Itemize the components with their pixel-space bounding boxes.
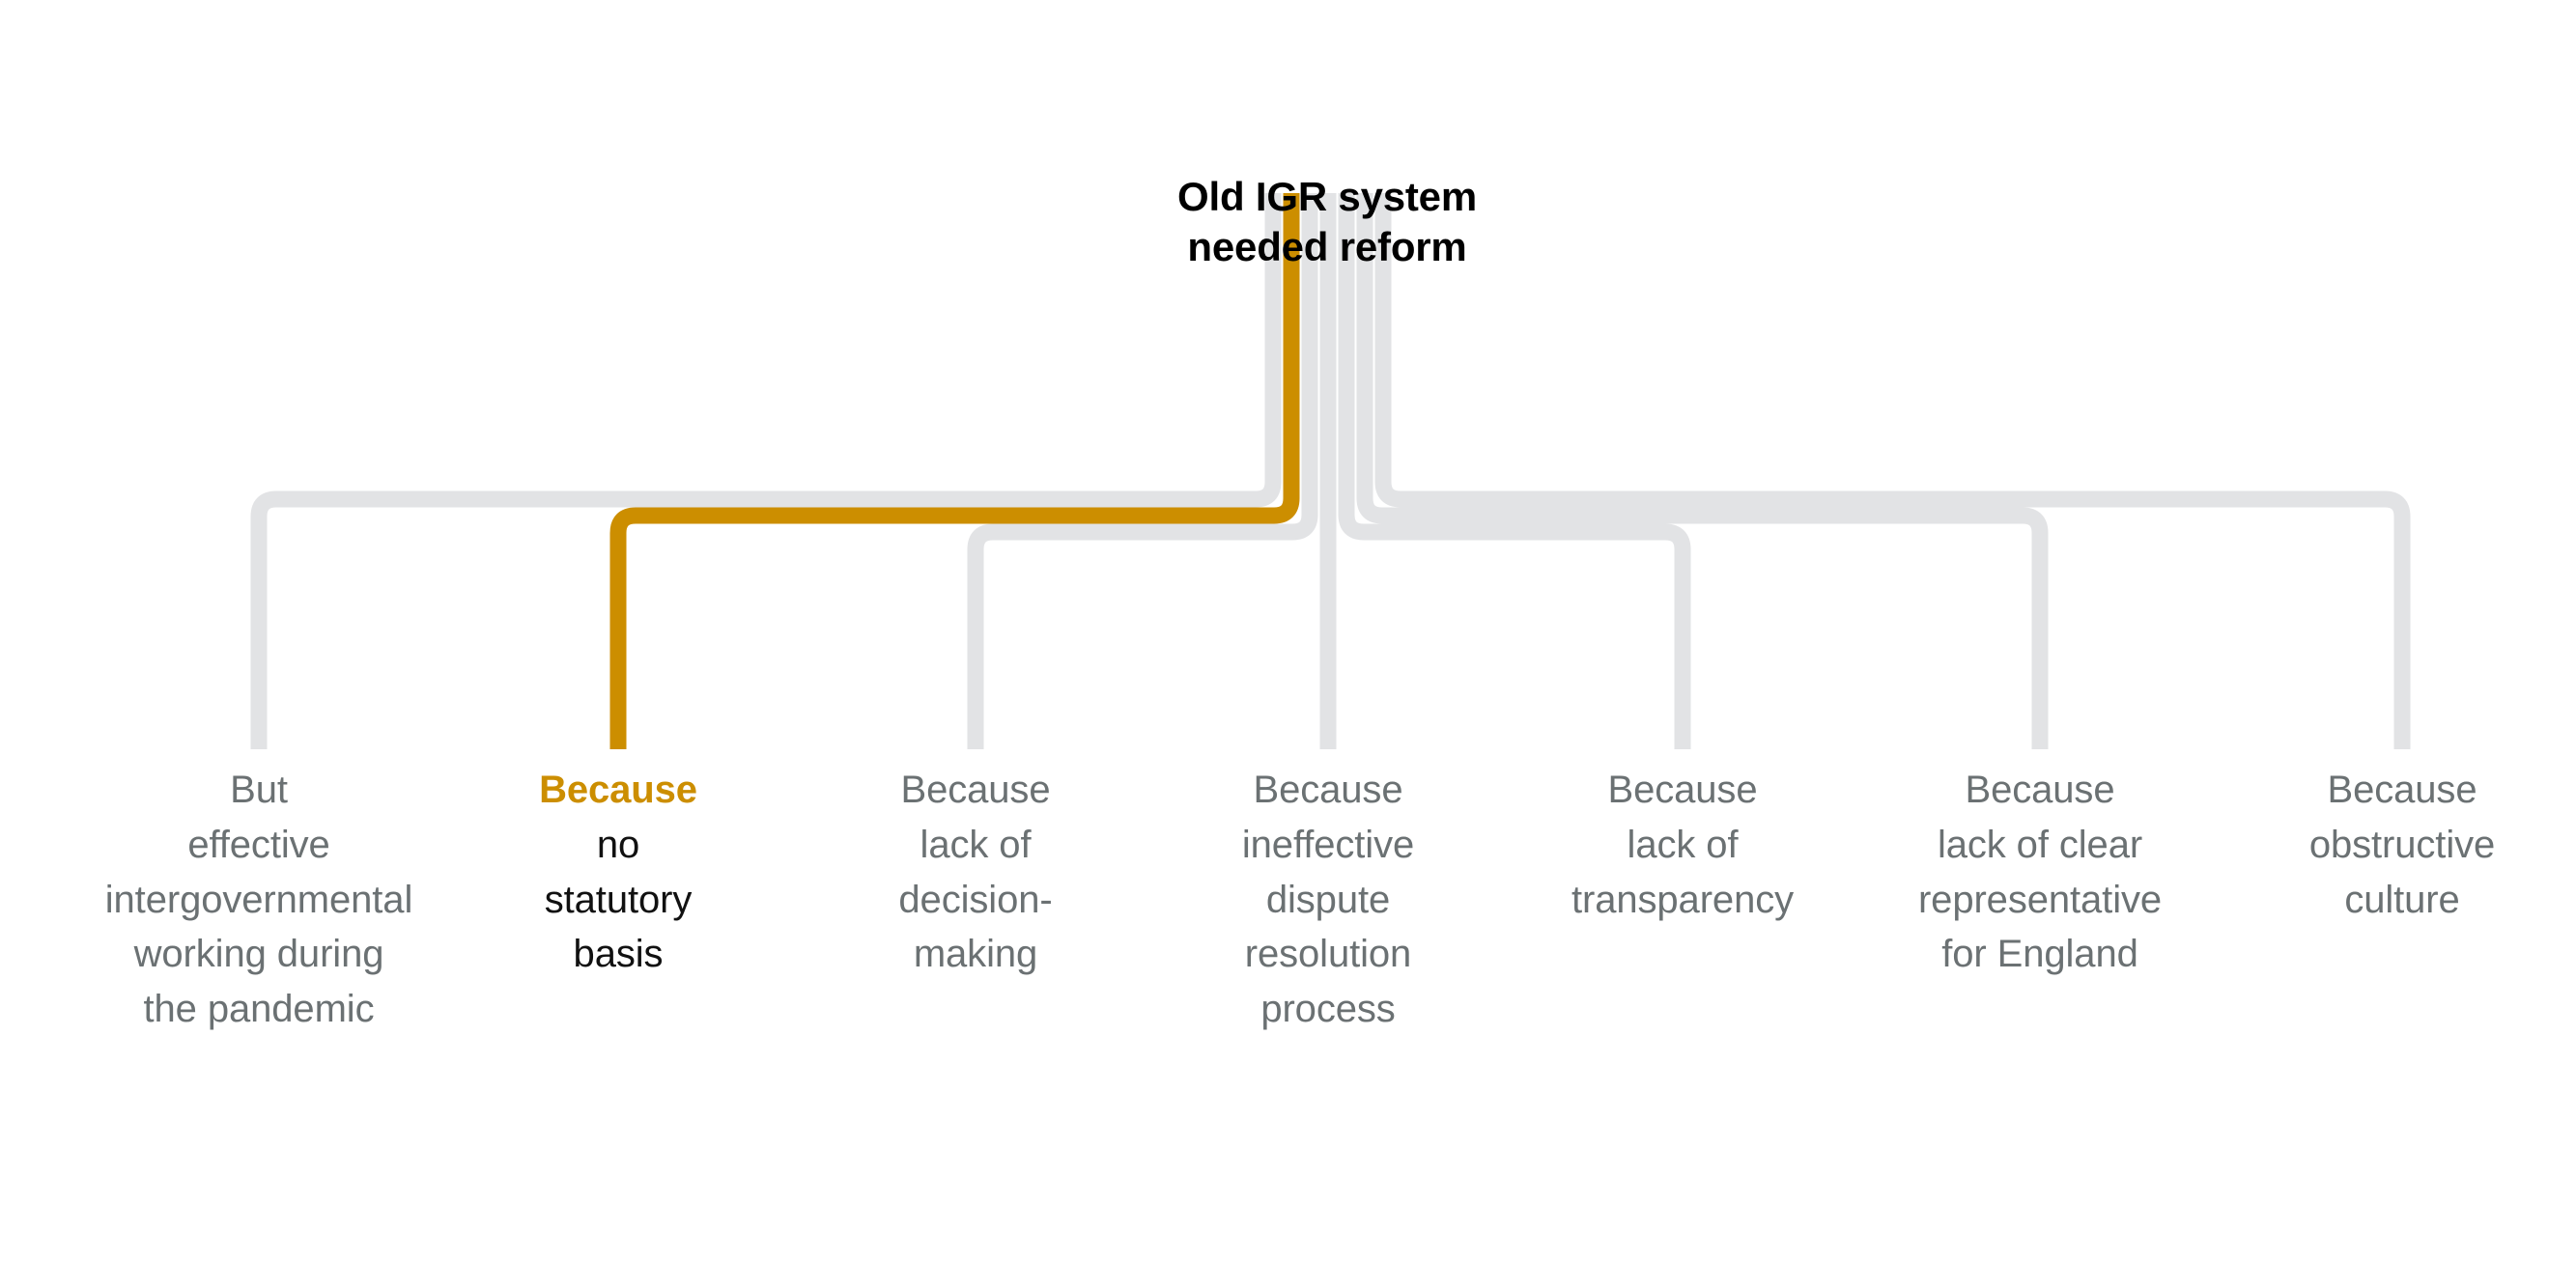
branch-node-ineffective-dispute-resolution[interactable]: Because ineffective dispute resolution p… bbox=[1145, 763, 1512, 1037]
branch-body-1-line-4: the pandemic bbox=[143, 988, 375, 1031]
branch-body-3-line-2: decision- bbox=[898, 878, 1053, 921]
branch-body-2-line-3: basis bbox=[573, 933, 664, 976]
connector-branch-1 bbox=[250, 193, 1282, 749]
branch-body-7-line-1: obstructive bbox=[2308, 823, 2496, 866]
branch-lead-7: Because bbox=[2327, 769, 2477, 811]
branch-body-6-line-3: for England bbox=[1941, 933, 2138, 976]
branch-body-2-line-2: statutory bbox=[544, 878, 693, 921]
branch-body-5-line-1: lack of bbox=[1627, 823, 1739, 866]
branch-body-6: lack of clear representative for England bbox=[1842, 818, 2238, 982]
branch-node-no-statutory-basis[interactable]: Because no statutory basis bbox=[435, 763, 802, 982]
branch-body-2: no statutory basis bbox=[435, 818, 802, 982]
connector-branch-7 bbox=[1374, 193, 2411, 749]
branch-body-3: lack of decision- making bbox=[792, 818, 1159, 982]
connector-branch-6 bbox=[1356, 193, 2049, 749]
branch-body-1-line-2: intergovernmental bbox=[104, 878, 413, 921]
root-node: Old IGR system needed reform bbox=[1086, 172, 1569, 271]
branch-lead-3: Because bbox=[900, 769, 1051, 811]
branch-body-4-line-3: resolution bbox=[1244, 933, 1412, 976]
branch-lead-5: Because bbox=[1607, 769, 1758, 811]
branch-body-2-line-1: no bbox=[596, 823, 640, 866]
branch-body-7-line-2: culture bbox=[2344, 878, 2460, 921]
branch-lead-1: But bbox=[230, 769, 288, 811]
root-title-line-2: needed reform bbox=[1187, 223, 1467, 269]
branch-lead-4: Because bbox=[1253, 769, 1403, 811]
branch-node-obstructive-culture[interactable]: Because obstructive culture bbox=[2219, 763, 2576, 927]
branch-node-lack-of-transparency[interactable]: Because lack of transparency bbox=[1499, 763, 1866, 927]
branch-body-4-line-2: dispute bbox=[1265, 878, 1391, 921]
branch-body-1-line-3: working during bbox=[133, 933, 384, 976]
branch-body-6-line-1: lack of clear bbox=[1937, 823, 2143, 866]
branch-body-4: ineffective dispute resolution process bbox=[1145, 818, 1512, 1037]
branch-body-4-line-1: ineffective bbox=[1241, 823, 1415, 866]
branch-node-lack-of-clear-representative-for-england[interactable]: Because lack of clear representative for… bbox=[1842, 763, 2238, 982]
connector-branch-3 bbox=[967, 193, 1318, 749]
connector-branch-2 bbox=[609, 193, 1300, 749]
branch-lead-6: Because bbox=[1965, 769, 2115, 811]
branch-body-3-line-1: lack of bbox=[920, 823, 1032, 866]
branch-body-5-line-2: transparency bbox=[1571, 878, 1795, 921]
branch-body-7: obstructive culture bbox=[2219, 818, 2576, 928]
branch-lead-2: Because bbox=[539, 769, 697, 811]
branch-body-1-line-1: effective bbox=[187, 823, 330, 866]
branch-body-6-line-2: representative bbox=[1917, 878, 2163, 921]
branch-body-4-line-4: process bbox=[1260, 988, 1396, 1031]
branch-body-1: effective intergovernmental working duri… bbox=[8, 818, 510, 1037]
root-title-line-1: Old IGR system bbox=[1177, 174, 1477, 219]
branch-body-5: lack of transparency bbox=[1499, 818, 1866, 928]
branch-node-effective-working-pandemic[interactable]: But effective intergovernmental working … bbox=[8, 763, 510, 1037]
branch-node-lack-of-decision-making[interactable]: Because lack of decision- making bbox=[792, 763, 1159, 982]
branch-body-3-line-3: making bbox=[913, 933, 1038, 976]
connector-branch-5 bbox=[1338, 193, 1691, 749]
